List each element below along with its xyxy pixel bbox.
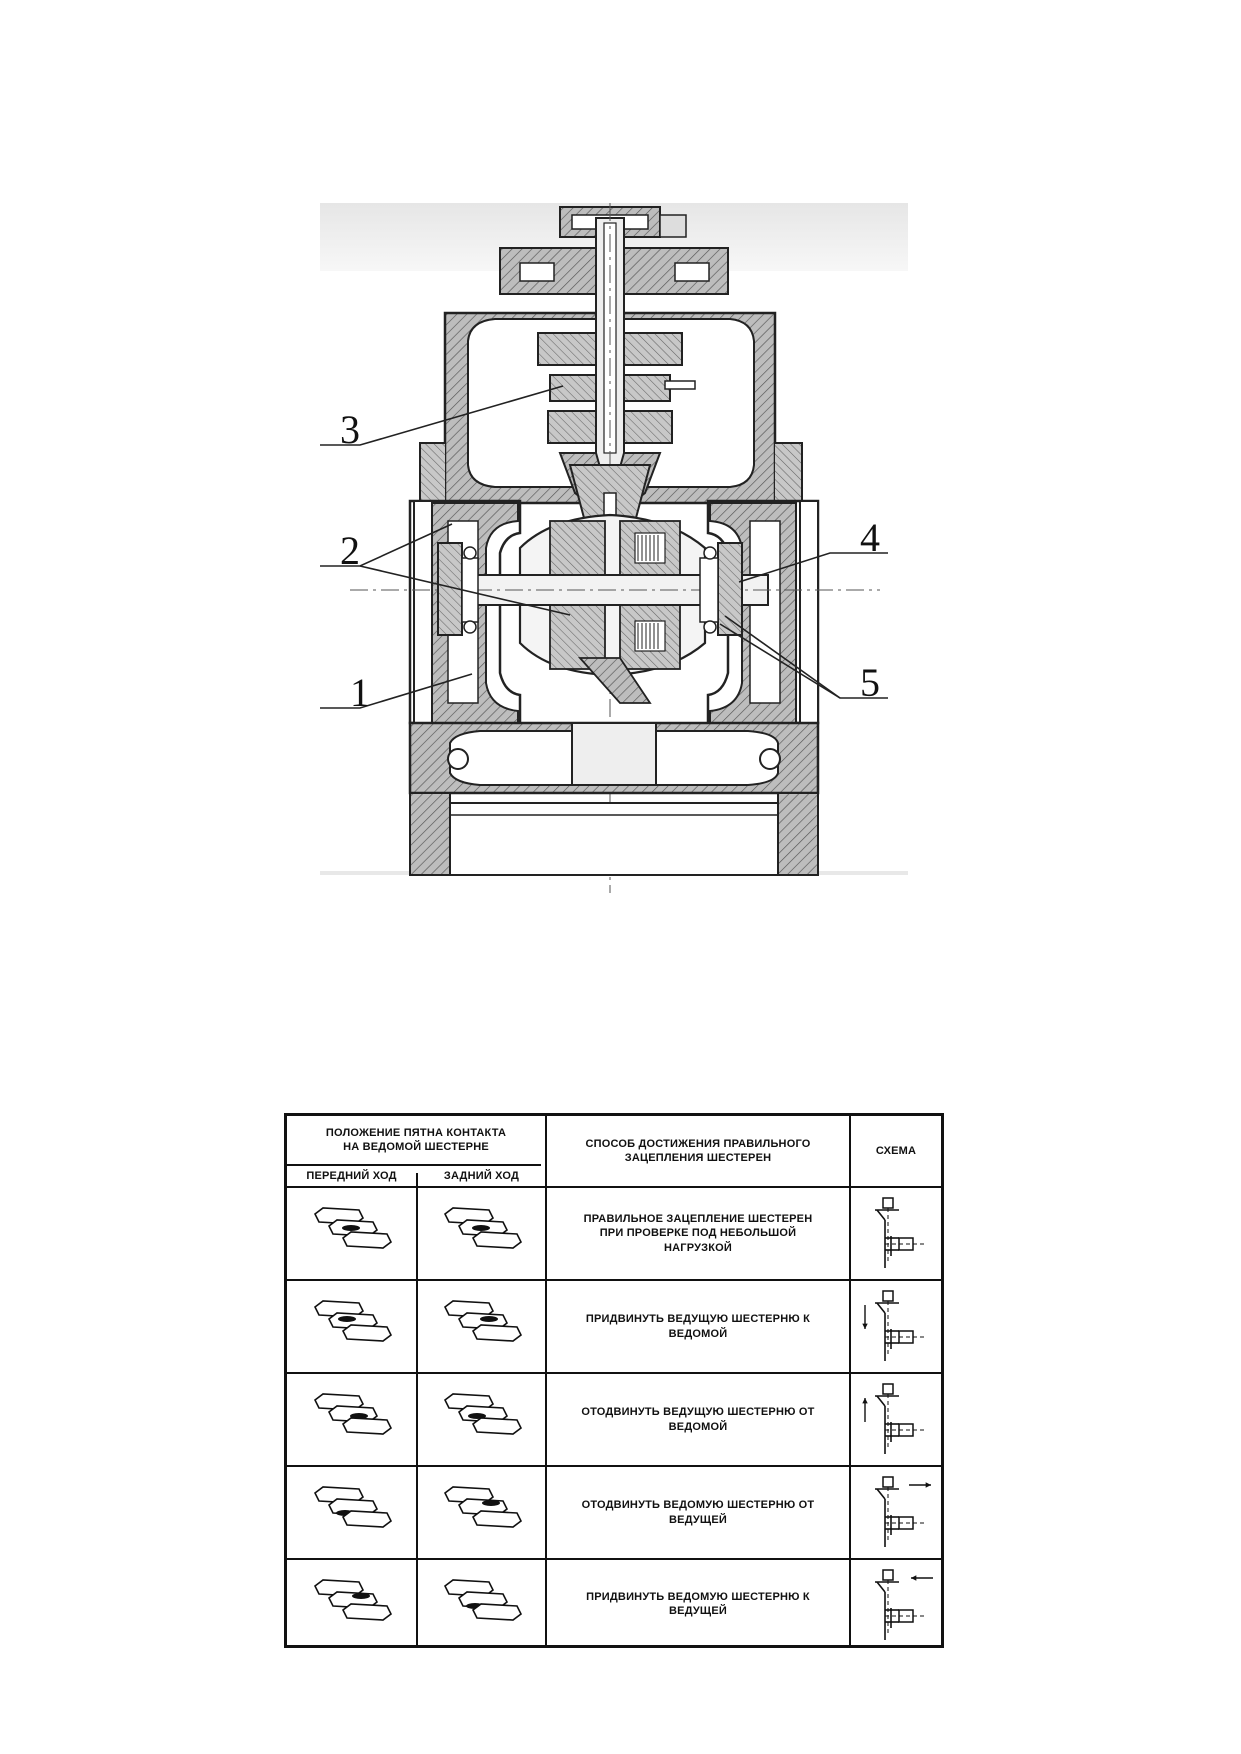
leader-1 — [320, 673, 473, 709]
method-row-4: ОТОДВИНУТЬ ВЕДОМУЮ ШЕСТЕРНЮ ОТ ВЕДУЩЕЙ — [581, 1499, 815, 1526]
scheme-diagram-row-1 — [875, 1197, 925, 1268]
callout-5: 5 — [860, 660, 880, 705]
leader-3 — [320, 385, 564, 446]
lower-housing — [408, 721, 820, 876]
reverse-contact-pattern-row-2 — [443, 1300, 523, 1342]
reverse-contact-pattern-row-5 — [443, 1579, 523, 1621]
reverse-contact-pattern-row-3 — [443, 1393, 523, 1435]
header-contact-position: ПОЛОЖЕНИЕ ПЯТНА КОНТАКТА НА ВЕДОМОЙ ШЕСТ… — [325, 1126, 507, 1153]
scheme-diagram-row-4 — [875, 1476, 931, 1547]
method-row-1: ПРАВИЛЬНОЕ ЗАЦЕПЛЕНИЕ ШЕСТЕРЕН ПРИ ПРОВЕ… — [583, 1213, 813, 1254]
leader-2b — [359, 565, 571, 616]
callout-2: 2 — [340, 528, 360, 573]
header-method: СПОСОБ ДОСТИЖЕНИЯ ПРАВИЛЬНОГО ЗАЦЕПЛЕНИЯ… — [585, 1137, 811, 1164]
forward-contact-pattern-row-3 — [313, 1393, 393, 1435]
forward-contact-pattern-row-4 — [313, 1486, 393, 1528]
gear-mesh-table: ПОЛОЖЕНИЕ ПЯТНА КОНТАКТА НА ВЕДОМОЙ ШЕСТ… — [284, 1113, 944, 1648]
scheme-diagram-row-2 — [862, 1290, 925, 1361]
table-grid — [287, 1116, 941, 1645]
callout-1: 1 — [350, 670, 370, 715]
forward-contact-pattern-row-1 — [313, 1207, 393, 1249]
header-reverse: ЗАДНИЙ ХОД — [443, 1169, 520, 1182]
reverse-contact-pattern-row-4 — [443, 1486, 523, 1528]
method-row-3: ОТОДВИНУТЬ ВЕДУЩУЮ ШЕСТЕРНЮ ОТ ВЕДОМОЙ — [581, 1406, 815, 1433]
leader-lines — [320, 385, 888, 709]
gearbox-section-drawing: 3 2 4 1 5 — [320, 203, 908, 893]
forward-contact-pattern-row-5 — [313, 1579, 393, 1621]
header-forward: ПЕРЕДНИЙ ХОД — [306, 1169, 397, 1182]
header-scheme: СХЕМА — [875, 1144, 917, 1157]
forward-contact-pattern-row-2 — [313, 1300, 393, 1342]
callout-3: 3 — [340, 407, 360, 452]
callout-4: 4 — [860, 515, 880, 560]
leader-5b — [724, 615, 841, 699]
scheme-diagram-row-5 — [875, 1569, 933, 1640]
method-row-2: ПРИДВИНУТЬ ВЕДУЩУЮ ШЕСТЕРНЮ К ВЕДОМОЙ — [585, 1313, 811, 1340]
scheme-diagram-row-3 — [862, 1383, 925, 1454]
method-row-5: ПРИДВИНУТЬ ВЕДОМУЮ ШЕСТЕРНЮ К ВЕДУЩЕЙ — [586, 1590, 810, 1617]
reverse-contact-pattern-row-1 — [443, 1207, 523, 1249]
leader-4 — [738, 552, 888, 583]
vertical-shaft — [537, 203, 696, 893]
